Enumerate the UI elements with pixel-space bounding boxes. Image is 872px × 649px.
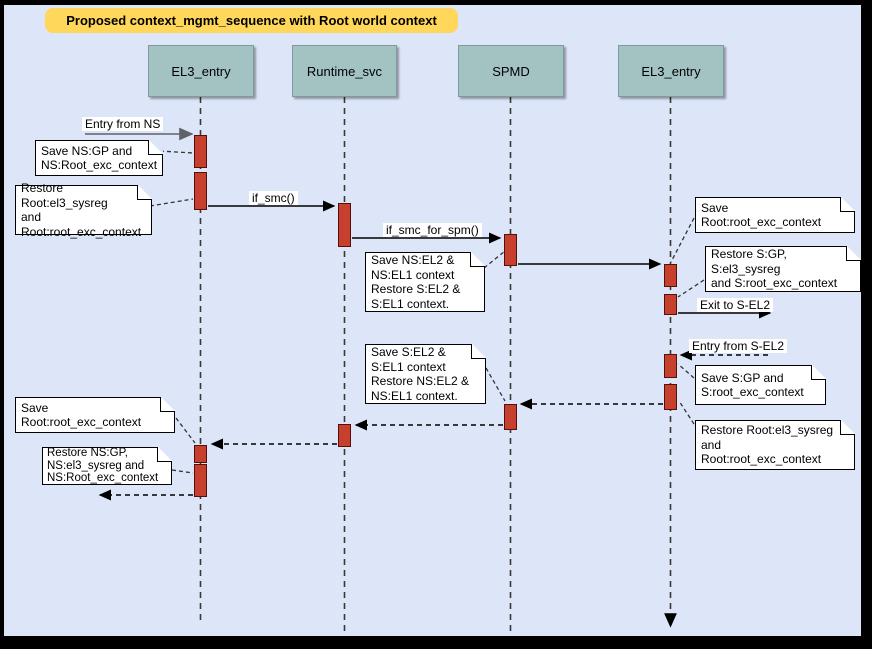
note-connector-8 <box>485 367 506 402</box>
activation-bar-el3a-3 <box>194 445 207 463</box>
note-connector-3 <box>483 250 506 269</box>
activation-bar-el3a-1 <box>194 135 207 168</box>
note-restore-ns-gp: Restore NS:GP, NS:el3_sysreg and NS:Root… <box>42 447 172 485</box>
note-connector-9 <box>175 417 196 444</box>
actor-label: SPMD <box>492 63 530 79</box>
note-save-root-exc-left: Save Root:root_exc_context <box>15 397 175 433</box>
message-label-entry-from-sel2: Entry from S-EL2 <box>689 339 788 353</box>
note-connector-6 <box>677 363 695 379</box>
activation-bar-el3b-4 <box>664 384 677 410</box>
message-label-entry-from-ns: Entry from NS <box>82 117 164 131</box>
activation-bar-el3a-4 <box>194 464 207 497</box>
diagram-canvas <box>4 5 861 636</box>
actor-runtime-svc: Runtime_svc <box>292 45 397 97</box>
activation-bar-spmd-1 <box>504 234 517 266</box>
actor-spmd: SPMD <box>458 45 564 97</box>
note-restore-root-el3-sysreg: Restore Root:el3_sysreg and Root:root_ex… <box>15 181 152 239</box>
activation-bar-el3b-1 <box>664 264 677 287</box>
note-save-ns-el2: Save NS:EL2 & NS:EL1 context Restore S:E… <box>365 252 485 312</box>
activation-bar-el3a-2 <box>194 172 207 210</box>
note-restore-s-gp: Restore S:GP, S:el3_sysreg and S:root_ex… <box>705 246 861 292</box>
note-save-s-el2: Save S:EL2 & S:EL1 context Restore NS:EL… <box>365 344 486 404</box>
message-label-if-smc-for-spm: if_smc_for_spm() <box>383 223 482 237</box>
actor-el3-entry-2: EL3_entry <box>618 45 724 97</box>
actor-label: EL3_entry <box>641 63 701 79</box>
actor-label: Runtime_svc <box>306 63 383 79</box>
diagram-title: Proposed context_mgmt_sequence with Root… <box>45 8 458 33</box>
note-save-s-gp: Save S:GP and S:root_exc_context <box>695 365 826 405</box>
note-connector-4 <box>670 217 695 263</box>
message-label-if-smc: if_smc() <box>249 191 298 205</box>
activation-bar-runtime-1 <box>338 203 351 247</box>
actor-label: EL3_entry <box>171 63 231 79</box>
note-save-ns-gp: Save NS:GP and NS:Root_exc_context <box>35 140 163 176</box>
activation-bar-el3b-2 <box>664 294 677 315</box>
activation-bar-spmd-2 <box>504 404 517 430</box>
note-connector-5 <box>677 279 705 298</box>
actor-el3-entry-1: EL3_entry <box>148 45 254 97</box>
note-connector-10 <box>171 469 194 474</box>
message-label-exit-to-sel2: Exit to S-EL2 <box>697 298 774 312</box>
note-connector-2 <box>149 198 194 207</box>
note-connector-7 <box>678 400 695 425</box>
note-restore-root-el3-sysreg-2: Restore Root:el3_sysreg and Root:root_ex… <box>695 420 855 470</box>
note-save-root-exc-right: Save Root:root_exc_context <box>695 197 855 233</box>
note-connector-1 <box>159 150 194 154</box>
activation-bar-el3b-3 <box>664 354 677 378</box>
activation-bar-runtime-2 <box>338 424 351 447</box>
